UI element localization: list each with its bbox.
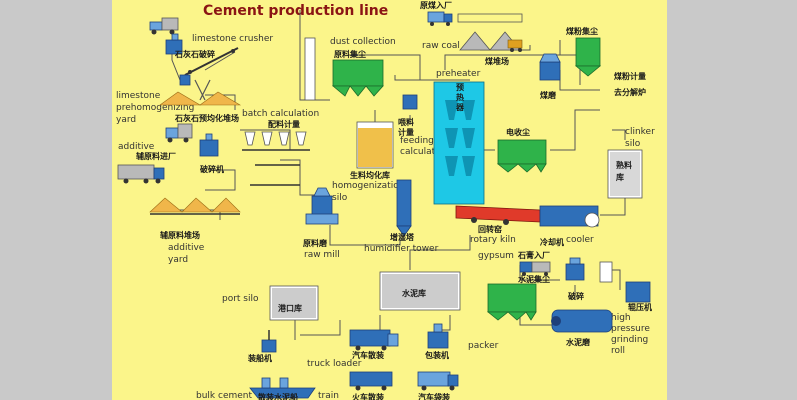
label-limestone-crusher-cn: 石灰石破碎 (174, 49, 215, 59)
label-gypsum-crushing-cn: 破碎 (568, 291, 584, 301)
label-high-pressure-grinding-roll: high pressure grinding roll (611, 313, 653, 356)
label-feed-meter-cn: 喂料 计量 (398, 117, 417, 137)
label-prehomogenizing-cn: 石灰石预均化堆场 (174, 113, 239, 123)
label-batch-calculation: batch calculation (242, 109, 319, 119)
limestone-truck-icon (149, 17, 179, 35)
label-additive: additive (118, 142, 155, 152)
raw-dust-collector-icon (331, 59, 384, 97)
raw-mill-icon (305, 187, 339, 225)
label-preheater: preheater (436, 69, 481, 79)
label-train-cn: 火车散装 (352, 392, 384, 400)
humidifier-tower-icon (396, 179, 412, 237)
homogenization-silo-icon (356, 121, 394, 169)
label-rotary-kiln: rotary kiln (470, 235, 516, 245)
rotary-kiln-icon (455, 205, 541, 225)
coal-dust-collector-icon (574, 37, 602, 77)
label-gypsum: gypsum (478, 251, 514, 261)
label-coal-mill-cn: 煤磨 (540, 90, 556, 100)
label-raw-mill: raw mill (304, 250, 340, 260)
label-clinker-silo-cn: 熟料 库 (616, 160, 635, 182)
label-humidifier-tower: humidifier tower (364, 244, 439, 254)
label-homogenization-cn: 生料均化库 (350, 170, 390, 180)
label-truck-bag-cn: 汽车袋装 (418, 392, 450, 400)
coal-truck-icon (427, 11, 453, 26)
limestone-crusher-icon (165, 33, 183, 55)
label-gypsum-cn: 石膏入厂 (517, 250, 550, 260)
train-icon (349, 371, 393, 391)
label-cement-dust-cn: 水泥集尘 (517, 274, 550, 284)
label-bulk-cement-cn: 散装水泥船 (258, 392, 298, 400)
label-raw-mill-cn: 原料磨 (303, 238, 327, 248)
truck-loader-icon (349, 329, 399, 351)
cement-mill-icon (551, 309, 613, 333)
label-additive-yard: additive yard (168, 243, 207, 265)
label-dust-collection: dust collection (330, 37, 396, 47)
label-additive-yard-cn: 辅原料堆场 (160, 230, 200, 240)
label-truck-loader: truck loader (307, 359, 362, 369)
label-cement-mill-cn: 水泥磨 (565, 337, 590, 347)
electric-dust-collector-icon (496, 139, 547, 173)
gypsum-crusher-icon (565, 257, 585, 281)
additive-truck-icon (165, 123, 193, 143)
additive-delivery-truck-icon (117, 164, 165, 184)
label-train: train (318, 391, 339, 400)
preheater-tower-icon (433, 81, 485, 205)
chimney-stack-icon (304, 37, 316, 101)
label-port-silo-cn: 港口库 (278, 303, 302, 313)
cement-dust-collector-icon (486, 283, 537, 321)
label-batch-calculation-cn: 配料计量 (268, 119, 300, 129)
batch-conveyor-icon (250, 164, 300, 186)
label-packer: packer (468, 341, 499, 351)
port-silo-icon (269, 285, 319, 321)
packer-icon (427, 323, 449, 349)
label-additive-cn: 辅原料进厂 (136, 151, 176, 161)
coal-excavator-icon (507, 39, 523, 52)
label-to-calciner-cn: 去分解炉 (614, 87, 646, 97)
bulk-cement-ship-icon (249, 377, 316, 399)
batching-bins-icon (242, 131, 310, 151)
label-rotary-kiln-cn: 回转窑 (478, 224, 502, 234)
gypsum-truck-icon (519, 261, 551, 276)
label-coal-yard-cn: 煤堆场 (485, 56, 509, 66)
label-raw-coal: raw coal (422, 41, 460, 51)
label-feeding-calculation: feeding calculation (400, 136, 449, 157)
label-coal-measure-cn: 煤粉计量 (614, 71, 646, 81)
label-raw-dust-cn: 原料集尘 (334, 49, 366, 59)
label-packer-cn: 包装机 (424, 350, 449, 360)
label-roller-press-cn: 辊压机 (628, 302, 652, 312)
label-limestone-crusher: limestone crusher (192, 34, 273, 44)
label-bulk-cement: bulk cement (196, 391, 252, 400)
coal-mill-icon (539, 53, 561, 81)
label-ship-loader-cn: 装船机 (247, 353, 272, 363)
ship-loader-icon (261, 330, 277, 353)
label-crusher-cn: 破碎机 (200, 164, 224, 174)
label-port-silo: port silo (222, 294, 259, 304)
label-cooler-cn: 冷却机 (540, 237, 564, 247)
label-cement-silo-cn: 水泥库 (401, 288, 426, 298)
cooler-icon (539, 205, 600, 228)
bagged-truck-icon (417, 371, 459, 391)
feed-meter-icon (402, 94, 418, 110)
process-flow-lines (165, 10, 626, 340)
label-preheater-cn: 预 热 器 (455, 82, 467, 112)
label-clinker-silo: clinker silo (625, 127, 658, 149)
cement-silo-icon (379, 271, 461, 311)
clinker-silo-icon (607, 149, 643, 199)
label-raw-coal-cn: 原煤入厂 (420, 0, 452, 10)
additive-crusher-icon (199, 133, 219, 157)
roller-press-icon (599, 261, 651, 303)
diagram-title: Cement production line (203, 3, 388, 19)
label-limestone-prehomogenizing: limestone prehomogenizing yard (116, 91, 197, 125)
label-humidifier-cn: 增湿塔 (390, 232, 415, 242)
label-homogenization-silo: homogenization silo (332, 181, 407, 203)
limestone-conveyor-icon (184, 47, 239, 76)
label-truck-loader-cn: 汽车散装 (352, 350, 384, 360)
additive-stockpile-icon (149, 197, 241, 215)
label-electric-dust-cn: 电收尘 (506, 127, 530, 137)
limestone-stockpile-icon (159, 74, 242, 106)
label-coal-dust-cn: 煤粉集尘 (566, 26, 598, 36)
label-cooler: cooler (566, 235, 594, 245)
